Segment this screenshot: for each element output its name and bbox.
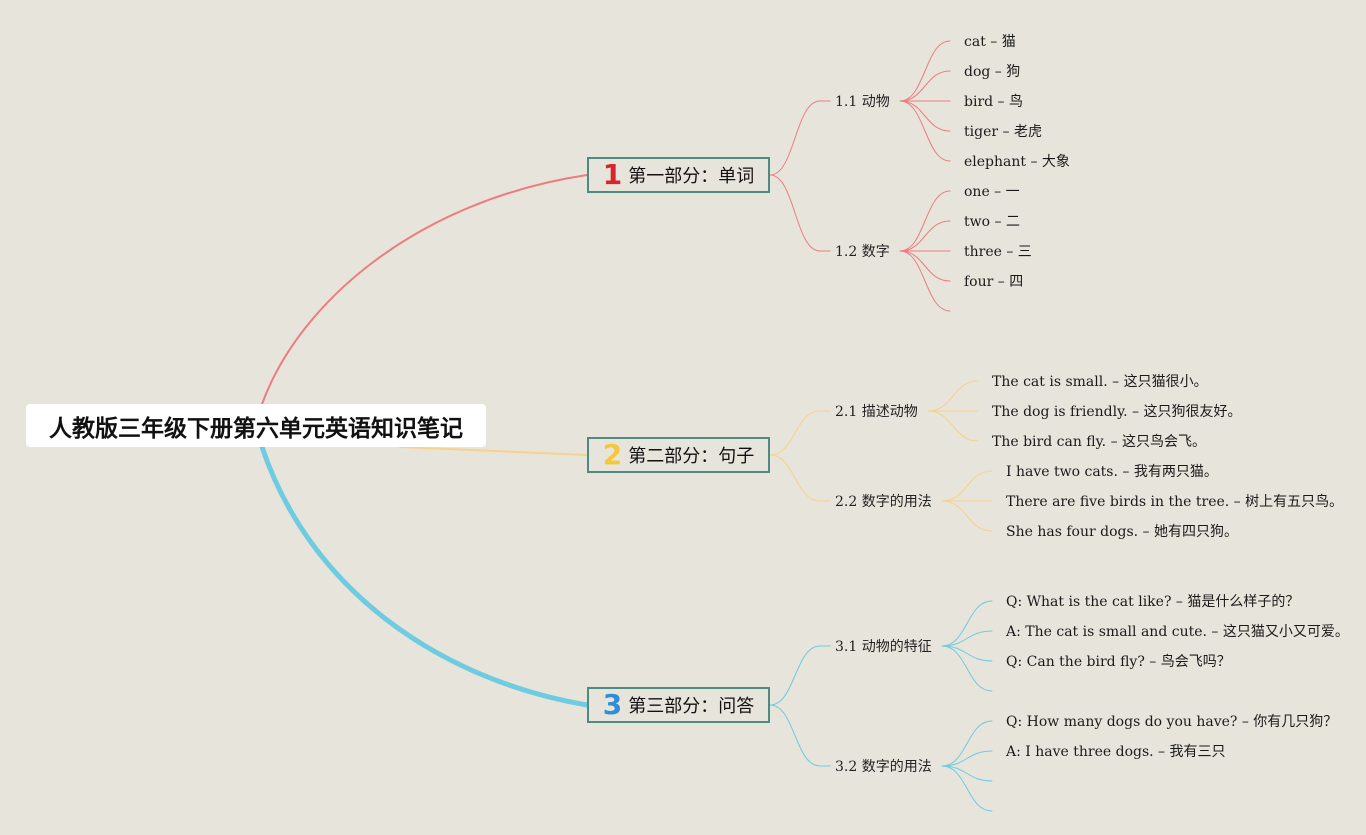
root-connector-2 (399, 446, 588, 456)
number-3-icon: 3 (602, 688, 623, 721)
section-connector (769, 704, 821, 767)
leaf-item[interactable]: A: The cat is small and cute. – 这只猫又小又可爱… (1006, 624, 1349, 640)
leaf-connector (927, 380, 979, 412)
leaf-item[interactable]: three – 三 (964, 244, 1032, 260)
leaf-item[interactable]: The dog is friendly. – 这只狗很友好。 (992, 404, 1242, 420)
leaf-item[interactable]: elephant – 大象 (964, 154, 1070, 170)
subtopic-2-1[interactable]: 2.1 描述动物 (835, 404, 918, 420)
leaf-connector (941, 600, 993, 647)
section-3-node[interactable]: 3 第三部分：问答 (587, 687, 770, 723)
section-1-node[interactable]: 1 第一部分：单词 (587, 157, 770, 193)
leaf-connector (941, 765, 993, 812)
subtopic-1-1[interactable]: 1.1 动物 (835, 94, 890, 110)
root-connector-3 (259, 444, 590, 708)
subtopic-3-2[interactable]: 3.2 数字的用法 (835, 759, 932, 775)
leaf-connector (941, 500, 993, 532)
leaf-connector (927, 410, 979, 442)
section-3-label: 第三部分：问答 (628, 696, 755, 717)
leaf-item[interactable]: bird – 鸟 (964, 94, 1023, 110)
leaf-item[interactable]: The bird can fly. – 这只鸟会飞。 (992, 434, 1207, 450)
leaf-item[interactable]: Q: What is the cat like? – 猫是什么样子的？ (1006, 594, 1300, 610)
leaf-item[interactable]: tiger – 老虎 (964, 124, 1042, 140)
leaf-item[interactable]: Q: Can the bird fly? – 鸟会飞吗？ (1006, 654, 1231, 670)
leaf-connector (941, 750, 993, 767)
leaf-connector (941, 765, 993, 782)
leaf-item[interactable]: four – 四 (964, 274, 1024, 290)
leaf-connector (899, 190, 951, 252)
section-1-label: 第一部分：单词 (628, 166, 755, 187)
subtopic-2-2[interactable]: 2.2 数字的用法 (835, 494, 932, 510)
leaf-connector (899, 70, 951, 102)
leaf-item[interactable]: The cat is small. – 这只猫很小。 (992, 374, 1208, 390)
leaf-item[interactable]: Q: How many dogs do you have? – 你有几只狗？ (1006, 714, 1338, 730)
leaf-item[interactable]: There are five birds in the tree. – 树上有五… (1006, 494, 1344, 510)
leaf-connector (899, 40, 951, 102)
leaf-item[interactable]: two – 二 (964, 214, 1020, 230)
section-connector (769, 645, 821, 706)
leaf-connector (941, 630, 993, 647)
section-2-node[interactable]: 2 第二部分：句子 (587, 437, 770, 473)
section-connector (769, 454, 821, 502)
leaf-connector (941, 720, 993, 767)
leaf-connector (941, 645, 993, 662)
leaf-connector (899, 250, 951, 312)
section-connector (769, 100, 821, 176)
leaf-item[interactable]: cat – 猫 (964, 34, 1016, 50)
leaf-connector (899, 100, 951, 162)
leaf-item[interactable]: one – 一 (964, 184, 1020, 200)
leaf-item[interactable]: dog – 狗 (964, 64, 1021, 80)
leaf-connector (899, 100, 951, 132)
subtopic-3-1[interactable]: 3.1 动物的特征 (835, 639, 932, 655)
leaf-connector (941, 645, 993, 692)
leaf-item[interactable]: She has four dogs. – 她有四只狗。 (1006, 524, 1238, 540)
leaf-connector (941, 470, 993, 502)
leaf-connector (899, 250, 951, 282)
section-2-label: 第二部分：句子 (628, 446, 755, 467)
root-topic[interactable]: 人教版三年级下册第六单元英语知识笔记 (26, 404, 486, 447)
leaf-item[interactable]: A: I have three dogs. – 我有三只 (1006, 744, 1226, 760)
leaf-connector (899, 220, 951, 252)
section-connector (769, 174, 821, 252)
number-2-icon: 2 (602, 438, 623, 471)
subtopic-1-2[interactable]: 1.2 数字 (835, 244, 890, 260)
leaf-item[interactable]: I have two cats. – 我有两只猫。 (1006, 464, 1218, 480)
number-1-icon: 1 (602, 158, 623, 191)
root-connector-1 (261, 174, 588, 405)
section-connector (769, 410, 821, 456)
